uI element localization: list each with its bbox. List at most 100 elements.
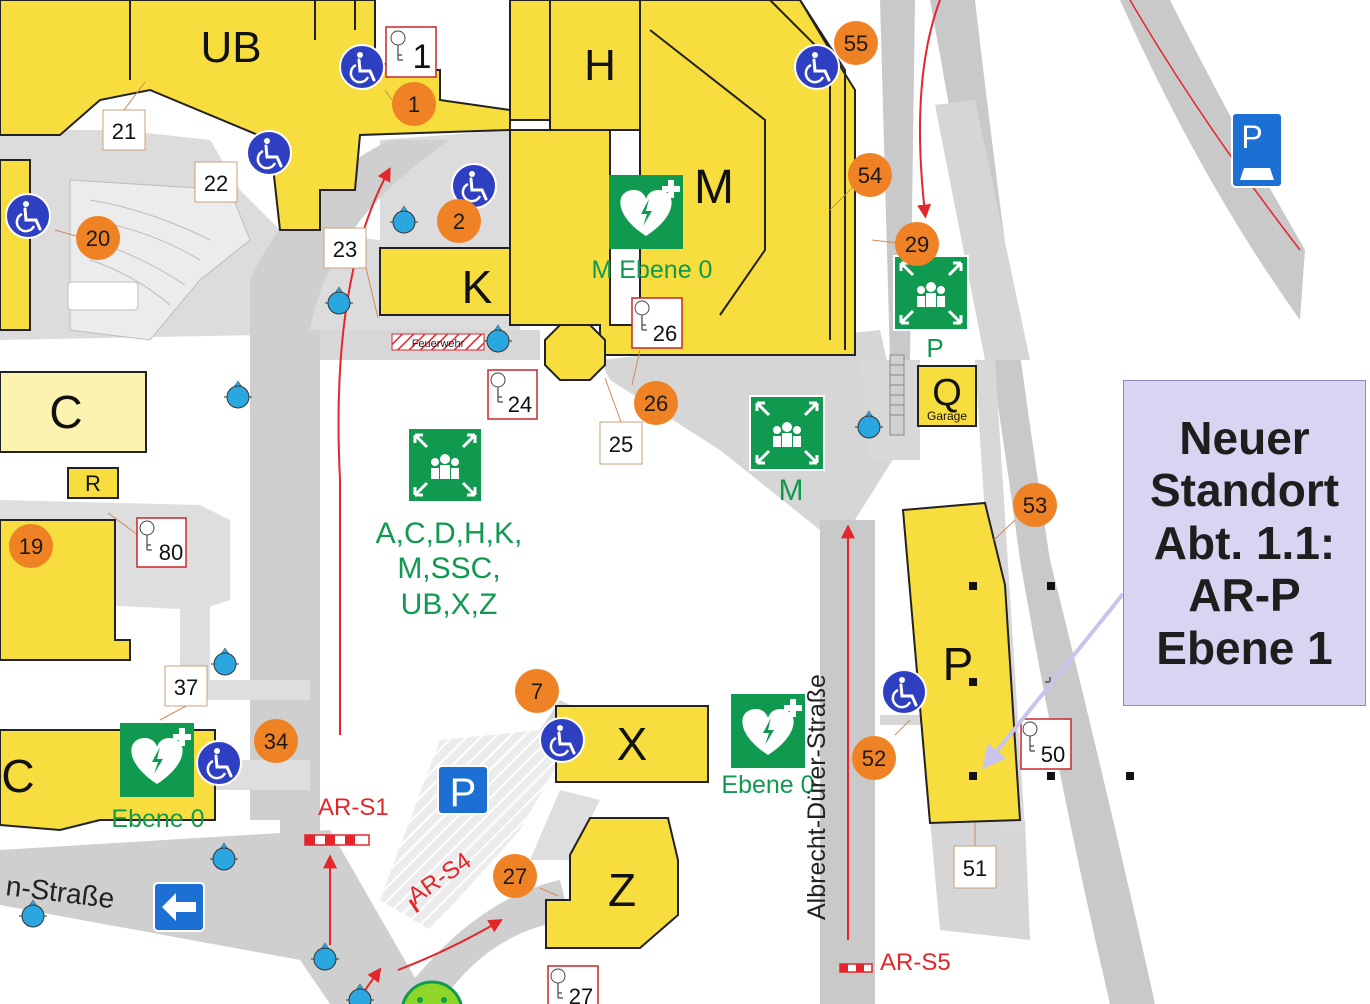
parking-garage-sign: P xyxy=(1231,112,1283,188)
street-albrecht-duerer: Albrecht-Dürer-Straße xyxy=(803,674,831,920)
wheelchair-icon xyxy=(245,129,293,177)
svg-text:2: 2 xyxy=(453,209,465,234)
marker-54: 54 xyxy=(848,153,892,197)
svg-text:53: 53 xyxy=(1023,493,1047,518)
marker-29: 29 xyxy=(895,222,939,266)
wheelchair-icon xyxy=(538,716,586,764)
aed-icon xyxy=(120,723,194,797)
assembly-points: A,C,D,H,K, M,SSC, UB,X,Z M P xyxy=(376,254,970,621)
building-p: P xyxy=(943,638,974,690)
assembly-point-icon xyxy=(892,254,970,332)
assembly-label-p: P xyxy=(926,333,943,363)
box-25: 25 xyxy=(599,421,643,465)
svg-text:23: 23 xyxy=(333,237,357,262)
svg-text:1: 1 xyxy=(408,92,420,117)
svg-text:P: P xyxy=(450,771,477,815)
barrier-s5: AR-S5 xyxy=(839,949,951,976)
aed-label-m: M Ebene 0 xyxy=(592,256,713,284)
box-23: 23 xyxy=(323,227,367,269)
marker-19: 19 xyxy=(9,524,53,568)
marker-7: 7 xyxy=(515,669,559,713)
svg-text:AR-S5: AR-S5 xyxy=(880,949,951,976)
assembly-label-main-2: M,SSC, xyxy=(397,552,500,585)
marker-20: 20 xyxy=(76,216,120,260)
leader-lines xyxy=(54,81,1016,897)
svg-text:51: 51 xyxy=(963,856,987,881)
traffic-arrows xyxy=(323,0,1301,1004)
callout-line-3: Abt. 1.1: xyxy=(1153,516,1336,569)
svg-text:19: 19 xyxy=(19,534,43,559)
building-z: Z xyxy=(608,864,636,916)
box-21: 21 xyxy=(102,109,146,151)
marker-53: 53 xyxy=(1013,483,1057,527)
entrance-number-boxes: 21 22 23 25 37 51 xyxy=(102,109,997,889)
building-q: Q xyxy=(932,372,962,414)
key-box-1: 1 xyxy=(385,26,437,78)
callout-line-1: Neuer xyxy=(1179,411,1310,464)
callout-line-2: Standort xyxy=(1149,464,1340,517)
svg-text:AR-S1: AR-S1 xyxy=(318,794,389,821)
orange-markers: 1 2 7 19 20 26 27 29 34 52 53 54 55 xyxy=(9,21,1057,898)
garage-stairs xyxy=(889,354,905,436)
marker-52: 52 xyxy=(852,736,896,780)
callout-line-5: Ebene 1 xyxy=(1156,621,1333,674)
aed-label-c: Ebene 0 xyxy=(111,805,204,833)
aed-label-x: Ebene 0 xyxy=(721,771,814,799)
parking-signs: P P xyxy=(153,112,1283,932)
svg-text:21: 21 xyxy=(112,119,136,144)
building-k: K xyxy=(462,261,493,313)
callout-arrow xyxy=(981,592,1125,770)
assembly-label-main-1: A,C,D,H,K, xyxy=(376,517,523,550)
svg-text:25: 25 xyxy=(609,432,633,457)
svg-text:29: 29 xyxy=(905,232,929,257)
svg-text:20: 20 xyxy=(86,226,110,251)
key-box-27: 27 xyxy=(547,965,599,1004)
assembly-point-icon xyxy=(748,394,826,472)
feuerwehr-label: Feuerwehr xyxy=(412,338,465,350)
wheelchair-icon xyxy=(338,43,386,91)
svg-text:7: 7 xyxy=(531,679,543,704)
marker-55: 55 xyxy=(834,21,878,65)
marker-1: 1 xyxy=(392,82,436,126)
building-r: R xyxy=(85,471,101,496)
svg-text:37: 37 xyxy=(174,675,198,700)
key-box-24: 24 xyxy=(487,369,538,420)
key-box-26: 26 xyxy=(631,297,683,349)
key-box-50: 50 xyxy=(1020,718,1072,770)
wheelchair-icon xyxy=(793,43,841,91)
marker-26: 26 xyxy=(634,381,678,425)
wheelchair-icon xyxy=(4,192,52,240)
hydrant-icon xyxy=(223,380,253,409)
svg-text:80: 80 xyxy=(159,540,183,565)
bus-stop-icon xyxy=(401,980,463,1004)
svg-text:27: 27 xyxy=(503,864,527,889)
building-m: M xyxy=(694,161,734,214)
barrier-s1: AR-S1 xyxy=(304,794,389,846)
aed-icon xyxy=(609,175,683,249)
assembly-point-icon xyxy=(406,426,484,504)
box-37: 37 xyxy=(164,665,208,707)
feuerwehr-zone: Feuerwehr xyxy=(391,333,485,351)
marker-27: 27 xyxy=(493,854,537,898)
key-box-80: 80 xyxy=(136,517,187,568)
new-location-callout: Neuer Standort Abt. 1.1: AR-P Ebene 1 xyxy=(1123,380,1366,706)
aed-icon xyxy=(731,694,805,768)
assembly-label-main-3: UB,X,Z xyxy=(401,588,498,621)
assembly-label-m: M xyxy=(779,474,804,507)
svg-text:50: 50 xyxy=(1041,742,1065,767)
svg-text:1: 1 xyxy=(413,38,432,76)
key-boxes: 1 24 26 80 50 27 xyxy=(136,26,1072,1004)
building-x: X xyxy=(617,718,648,770)
box-22: 22 xyxy=(194,161,238,203)
svg-text:26: 26 xyxy=(644,391,668,416)
building-ub: UB xyxy=(200,23,261,72)
wheelchair-icon xyxy=(195,739,243,787)
wheelchair-icon xyxy=(880,668,928,716)
svg-text:22: 22 xyxy=(204,171,228,196)
svg-text:27: 27 xyxy=(569,984,593,1004)
marker-2: 2 xyxy=(437,199,481,243)
svg-text:26: 26 xyxy=(653,321,677,346)
building-h: H xyxy=(584,41,616,90)
marker-34: 34 xyxy=(254,719,298,763)
